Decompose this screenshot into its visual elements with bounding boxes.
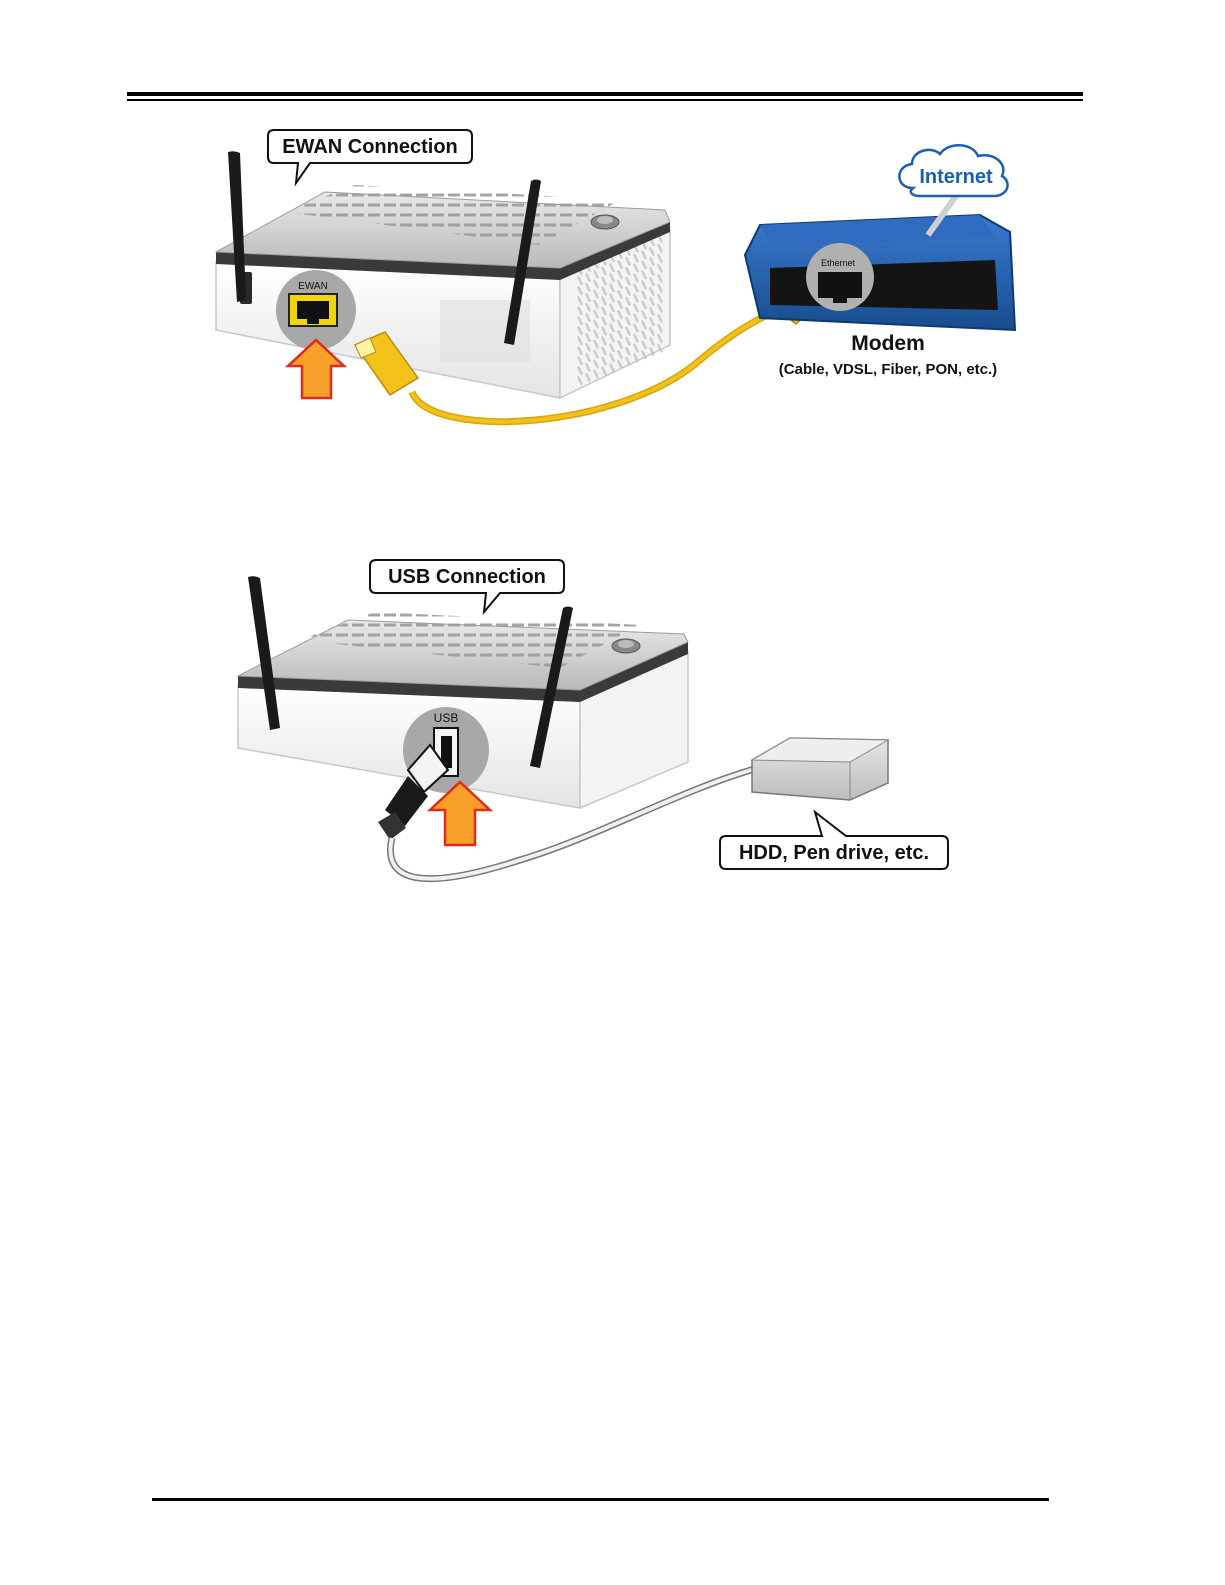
header-rule-thick <box>127 92 1083 96</box>
ewan-connection-figure: EWAN Ethernet Internet Modem (Cable, VDS… <box>0 110 1225 440</box>
usb-port-label: USB <box>434 711 459 725</box>
modem-subtitle: (Cable, VDSL, Fiber, PON, etc.) <box>779 361 997 378</box>
ewan-port-magnifier: EWAN <box>276 270 356 350</box>
header-rule-thin <box>127 99 1083 101</box>
ethernet-port-label: Ethernet <box>821 258 856 268</box>
footer-rule <box>152 1498 1049 1501</box>
internet-label: Internet <box>919 166 993 188</box>
usb-callout-text: USB Connection <box>388 566 546 588</box>
modem-title: Modem <box>851 332 925 355</box>
ewan-port-label: EWAN <box>298 281 328 292</box>
ewan-callout-text: EWAN Connection <box>282 136 458 158</box>
modem-device <box>745 215 1015 330</box>
hdd-device <box>752 738 888 800</box>
ethernet-port-magnifier: Ethernet <box>806 243 874 311</box>
hdd-callout-text: HDD, Pen drive, etc. <box>739 842 929 864</box>
usb-connection-figure: USB HDD, Pen drive, etc. USB Connection <box>0 550 1225 900</box>
